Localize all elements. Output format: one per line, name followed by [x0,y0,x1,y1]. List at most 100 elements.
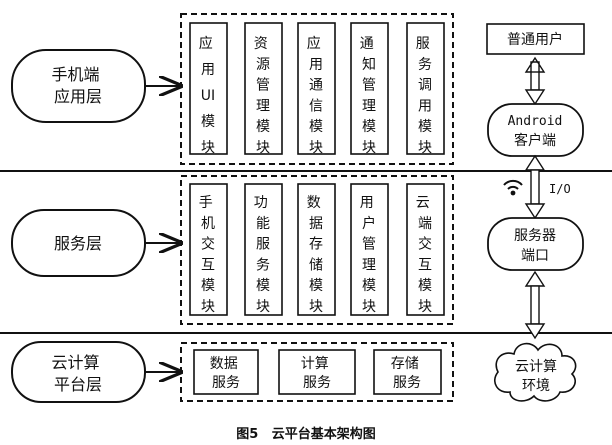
svg-text:云计算 平台层: 云计算 平台层 [51,353,104,394]
module-box: 功 能服务模块 [244,183,283,316]
module-char: 端 [418,216,432,232]
svg-text:计算 服务: 计算 服务 [301,356,333,391]
module-char: 通 [360,36,374,52]
module-char: 数 [307,195,321,211]
module-line: 计算 [301,356,329,372]
module-char: 用 [309,57,323,73]
module-char: 信 [309,98,323,114]
svg-text:用 户管理模块: 用 户管理模块 [360,195,378,315]
module-char: 块 [201,140,215,156]
module-char: 管 [256,78,270,94]
module-box: 数据 服务 [193,349,259,395]
module-line: 存储 [391,356,419,372]
module-char: 模 [362,119,376,135]
module-char: 模 [201,114,215,130]
figure-caption: 图5 云平台基本架构图 [236,426,376,442]
module-box: 应 用通信模块 [297,22,336,156]
module-char: 用 [201,62,215,78]
svg-text:数据 服务: 数据 服务 [210,356,242,391]
svg-text:应 用通信模块: 应 用通信模块 [307,35,325,156]
right-column: 普通用户 Android 客户端 I/O 服务器 端口 [486,23,585,402]
module-char: 模 [201,278,215,294]
layer-label-line: 平台层 [54,375,102,394]
layer-label-line: 服务层 [54,234,102,253]
layer-label-line: 云计算 [51,353,99,372]
module-char: 模 [256,278,270,294]
layer-cloud-platform: 云计算 平台层 数据 服务 计算 服务 存储 服务 [11,341,454,403]
server-port-box [487,217,584,271]
user-box [486,23,585,55]
module-char: 资 [254,36,268,52]
module-char: 块 [418,140,432,156]
module-char: 调 [418,78,432,94]
io-label: I/O [549,182,571,196]
module-char: 模 [309,278,323,294]
module-char: 互 [201,257,215,273]
module-char: 交 [201,236,215,253]
module-char: 务 [256,257,270,273]
module-box: 存储 服务 [373,349,442,395]
module-char: 云 [416,195,430,211]
double-headed-arrow-icon [524,56,546,106]
svg-text:资 源管理模块: 资 源管理模块 [254,36,272,156]
module-char: 块 [256,299,270,315]
module-char: 块 [201,299,215,315]
module-char: 块 [256,140,270,156]
svg-text:服务层: 服务层 [54,234,102,253]
cloud-shape [494,342,577,402]
module-box: 通 知管理模块 [350,22,389,156]
module-box: 手 机交互模块 [189,183,228,316]
module-char: 理 [256,98,270,114]
module-char: 源 [256,57,270,73]
layer-service: 服务层 手 机交互模块 功 能服务模块 数 据存储模块 用 户管理模块 [11,175,454,325]
module-char: 应 [199,35,213,52]
server-label-line: 服务器 [514,228,556,244]
module-char: 机 [201,216,215,232]
module-char: 应 [307,35,321,52]
double-headed-arrow-icon [524,270,546,340]
module-char: 存 [309,237,323,253]
layer-label-line: 应用层 [54,87,102,106]
module-char: 块 [309,140,323,156]
module-char: 据 [309,216,323,232]
module-char: 户 [362,215,376,232]
module-box: 云 端交互模块 [406,183,445,316]
svg-text:云 端交互模块: 云 端交互模块 [416,195,434,315]
module-char: 能 [256,216,270,232]
module-line: 服务 [212,375,240,391]
cloud-label-line: 云计算 [515,359,557,375]
module-char: 互 [418,257,432,273]
module-char: 理 [362,98,376,114]
module-group-dashed [180,342,454,402]
module-box: 用 户管理模块 [350,183,389,316]
module-char: 交 [418,236,432,253]
module-char: 手 [199,195,213,211]
module-char: 知 [362,56,376,73]
double-headed-arrow-icon [524,154,546,220]
module-char: 管 [362,237,376,253]
module-line: 服务 [393,375,421,391]
module-char: 服 [416,36,430,52]
module-char: 模 [256,119,270,135]
module-box: 计算 服务 [278,349,356,395]
cloud-label-line: 环境 [522,378,550,394]
module-line: 数据 [210,356,238,372]
module-char: 模 [418,278,432,294]
user-box-label: 普通用户 [507,31,563,48]
module-char: 块 [362,140,376,156]
module-line: 服务 [303,375,331,391]
module-group-dashed [180,175,454,325]
module-char: 通 [309,78,323,94]
svg-text:通 知管理模块: 通 知管理模块 [360,36,378,156]
svg-text:手机端 应用层: 手机端 应用层 [51,65,104,106]
module-char: 储 [309,257,323,273]
module-box: 资 源管理模块 [244,22,283,156]
module-group-dashed [180,13,454,165]
svg-text:数 据存储模块: 数 据存储模块 [307,195,325,315]
module-char: 块 [309,299,323,315]
module-char: 模 [418,119,432,135]
module-char: 管 [362,78,376,94]
